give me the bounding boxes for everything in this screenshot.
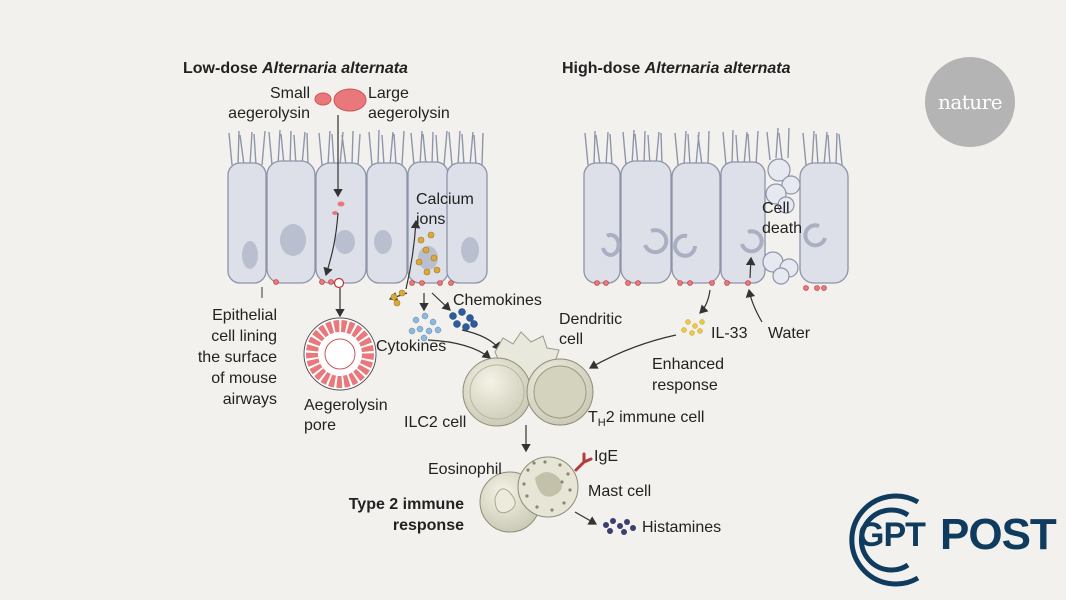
left-epithelium bbox=[227, 160, 488, 284]
gptpost-logo: GPT POST bbox=[836, 490, 1057, 586]
left-cilia bbox=[228, 129, 484, 166]
right-epithelium bbox=[583, 160, 849, 284]
ilc2-cell-label: ILC2 cell bbox=[404, 414, 467, 431]
water-label: Water bbox=[768, 325, 811, 342]
aegerolysin-in-cell-icon bbox=[332, 211, 338, 215]
mast-cell-icon bbox=[517, 456, 579, 518]
large-aegerolysin-icon bbox=[333, 88, 367, 112]
histamines-icon bbox=[603, 518, 636, 535]
chemokines-icon bbox=[449, 308, 478, 331]
eosinophil-label: Eosinophil bbox=[428, 461, 502, 478]
low-dose-title: Low-dose Alternaria alternata bbox=[183, 60, 408, 77]
small-aegerolysin-icon bbox=[314, 92, 332, 106]
gptpost-ring-icon bbox=[849, 493, 920, 587]
post-logo-text: POST bbox=[940, 510, 1057, 559]
left-basal-markers bbox=[273, 279, 454, 286]
cell-death-blebs bbox=[762, 158, 801, 285]
right-basal-markers bbox=[594, 280, 827, 291]
il33-icon bbox=[681, 319, 705, 336]
histamines-label: Histamines bbox=[642, 519, 722, 536]
right-nuclei bbox=[601, 223, 827, 258]
cytokines-icon bbox=[408, 312, 442, 342]
left-nuclei bbox=[242, 224, 479, 270]
aegerolysin-pore-icon bbox=[303, 317, 377, 391]
pore-marker bbox=[333, 277, 345, 289]
nature-logo: nature bbox=[925, 57, 1015, 147]
ige-icon bbox=[574, 452, 593, 472]
aegerolysin-in-cell-icon bbox=[337, 201, 345, 207]
right-cilia bbox=[584, 127, 843, 166]
high-dose-title: High-dose Alternaria alternata bbox=[562, 60, 791, 77]
il33-label: IL-33 bbox=[711, 325, 748, 342]
cytokines-label: Cytokines bbox=[376, 338, 447, 355]
th2-cell-label: TH2 immune cell bbox=[588, 409, 705, 429]
gpt-logo-text: GPT bbox=[858, 516, 926, 554]
chemokines-label: Chemokines bbox=[453, 292, 542, 309]
ilc2-cell-icon bbox=[462, 357, 532, 427]
right-arrows bbox=[588, 256, 763, 369]
mast-cell-label: Mast cell bbox=[588, 483, 652, 500]
ige-label: IgE bbox=[594, 448, 619, 465]
calcium-ions bbox=[390, 231, 441, 307]
